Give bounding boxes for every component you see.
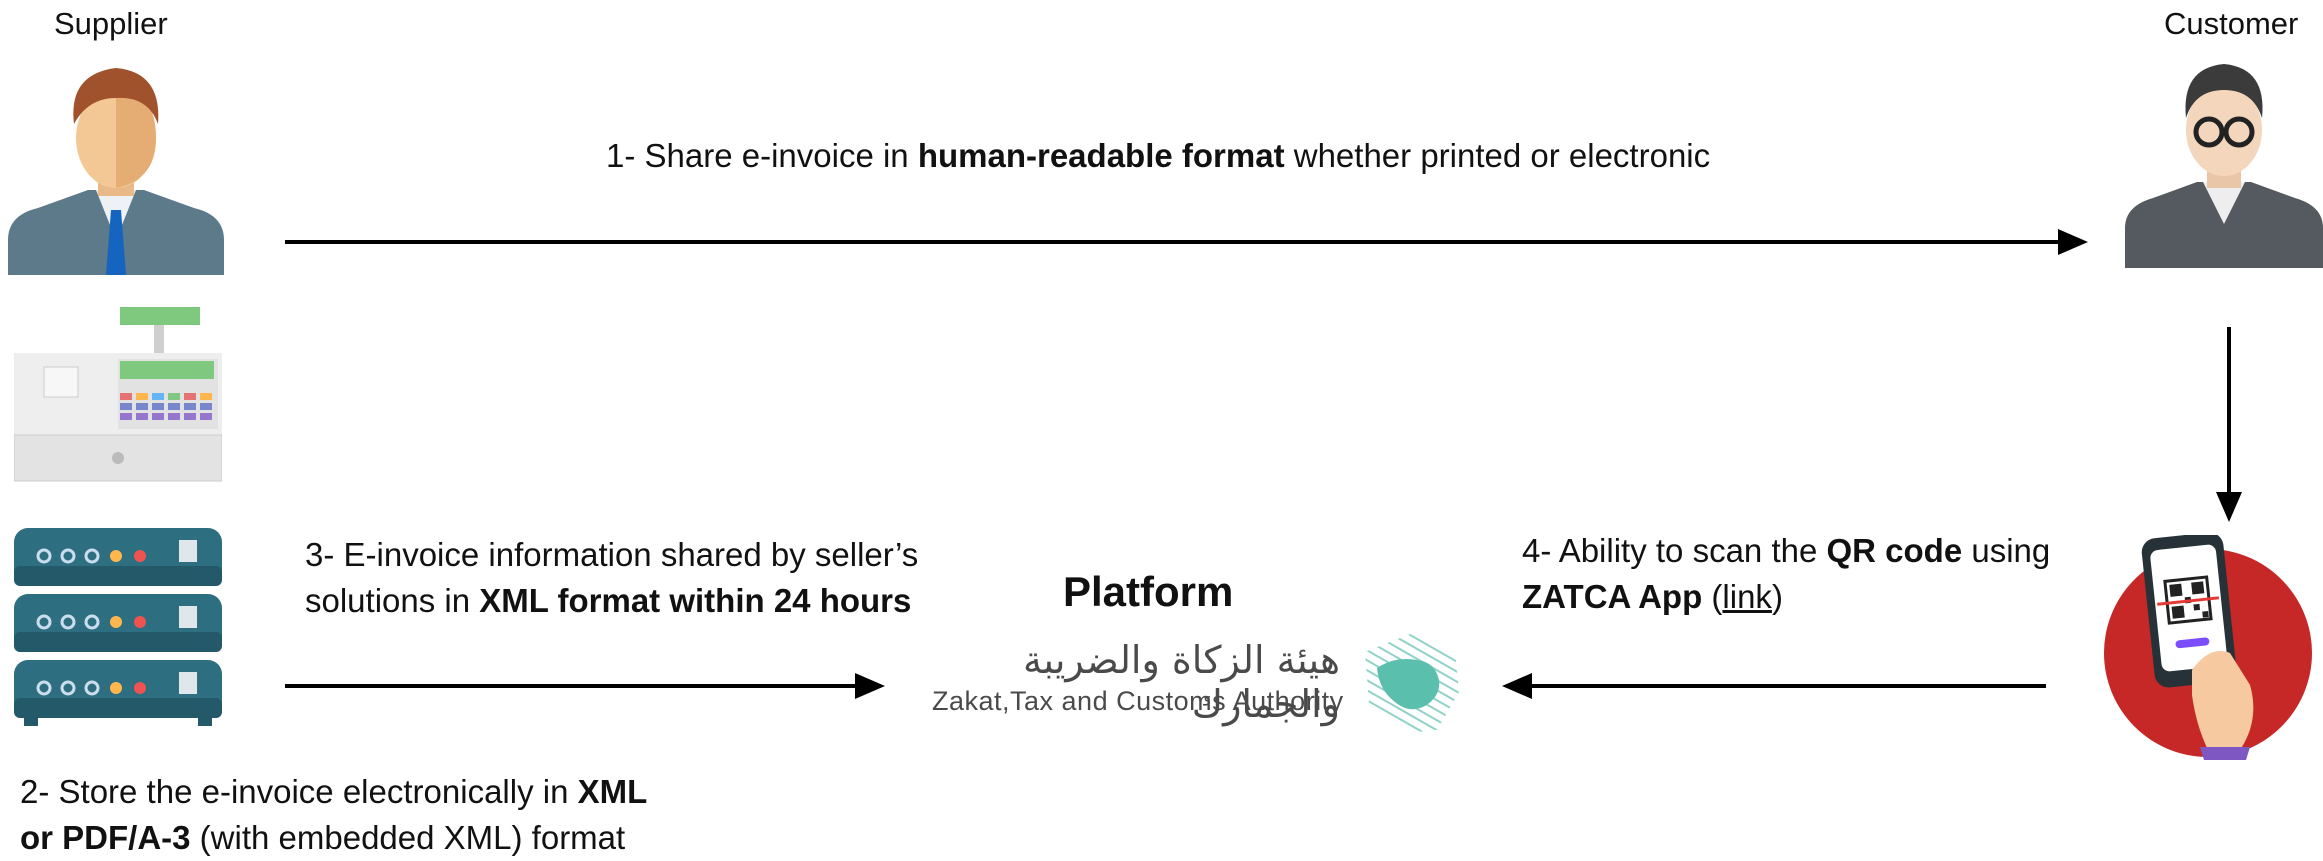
- server-stack-icon: [14, 528, 222, 726]
- zatca-english-name: Zakat,Tax and Customs Authority: [932, 686, 1344, 716]
- step-2-line2-bold: or PDF/A-3: [20, 819, 191, 856]
- customer-label: Customer: [2164, 6, 2299, 41]
- step-4-line1-suffix: using: [1962, 532, 2051, 569]
- arrow-servers-to-platform: [285, 673, 885, 699]
- step-4-line2: ZATCA App (link): [1522, 574, 2050, 620]
- customer-person-icon: [2125, 48, 2323, 268]
- arrow-customer-to-phone: [2216, 327, 2242, 522]
- step-3-line2: solutions in XML format within 24 hours: [305, 578, 918, 624]
- step-4-line1-bold: QR code: [1826, 532, 1963, 569]
- arrow-supplier-to-customer: [285, 229, 2088, 255]
- step-2-line2-suffix: (with embedded XML) format: [190, 819, 626, 856]
- step-4-line2-close: ): [1771, 578, 1783, 615]
- step-1-suffix: whether printed or electronic: [1284, 137, 1711, 174]
- zatca-arabic-name: هيئة الزكاة والضريبة والجمارك: [1022, 638, 1340, 726]
- step-3-line1: 3- E-invoice information shared by selle…: [305, 536, 919, 573]
- step-1-text: 1- Share e-invoice in human-readable for…: [606, 133, 1710, 179]
- step-3-line2-prefix: solutions in: [305, 582, 480, 619]
- supplier-label: Supplier: [54, 6, 168, 41]
- step-2-line1-bold: XML: [577, 773, 648, 810]
- step-3-line2-bold: XML format within 24 hours: [479, 582, 912, 619]
- step-2-text: 2- Store the e-invoice electronically in…: [20, 769, 647, 861]
- step-4-line1: 4- Ability to scan the QR code using: [1522, 528, 2050, 574]
- platform-title: Platform: [1063, 568, 1234, 615]
- zatca-app-link[interactable]: link: [1722, 578, 1772, 615]
- step-2-line1: 2- Store the e-invoice electronically in…: [20, 769, 647, 815]
- step-2-line1-prefix: 2- Store the e-invoice electronically in: [20, 773, 578, 810]
- arrow-phone-to-platform: [1502, 673, 2046, 699]
- qr-scan-phone-icon: [2100, 535, 2315, 760]
- step-4-line2-bold: ZATCA App: [1522, 578, 1703, 615]
- step-1-prefix: 1- Share e-invoice in: [606, 137, 918, 174]
- step-4-text: 4- Ability to scan the QR code using ZAT…: [1522, 528, 2050, 620]
- step-3-text: 3- E-invoice information shared by selle…: [305, 532, 918, 624]
- supplier-person-icon: [8, 50, 224, 275]
- step-2-line2: or PDF/A-3 (with embedded XML) format: [20, 815, 647, 861]
- cash-register-icon: [14, 303, 222, 483]
- step-1-bold: human-readable format: [917, 137, 1285, 174]
- step-4-line1-prefix: 4- Ability to scan the: [1522, 532, 1827, 569]
- zatca-map-logo-icon: [1355, 622, 1465, 742]
- step-4-line2-open: (: [1702, 578, 1723, 615]
